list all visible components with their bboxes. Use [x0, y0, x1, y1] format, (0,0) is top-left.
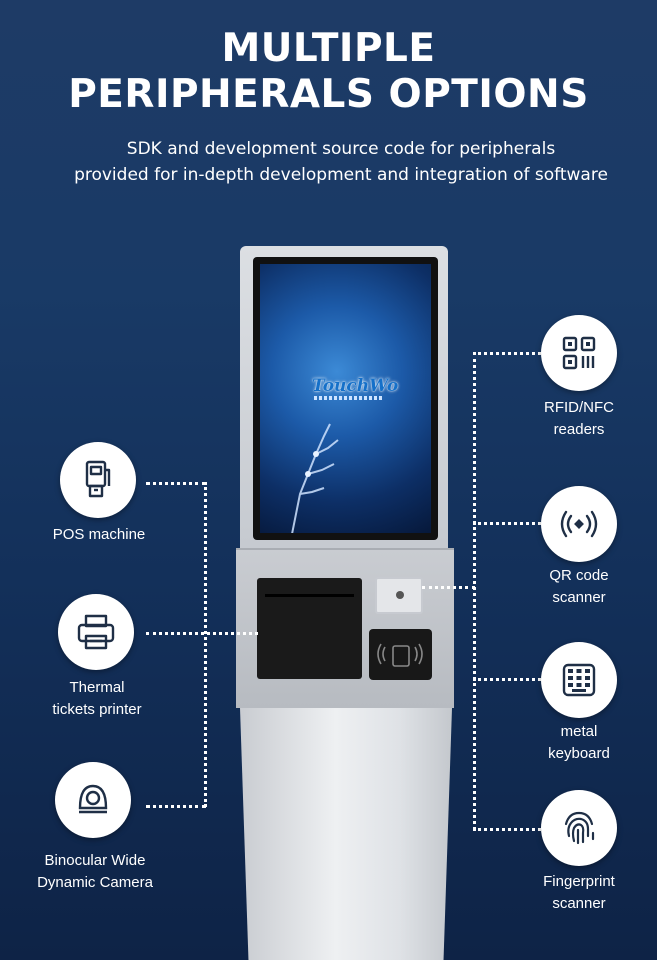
keyboard-label-line1: metal	[560, 723, 598, 740]
qr-code-icon	[562, 336, 596, 370]
connector-keyboard-h	[473, 678, 541, 681]
kiosk-printer	[257, 578, 362, 679]
pos-machine-label-line1: POS machine	[52, 526, 146, 543]
signal-icon	[560, 510, 598, 538]
fingerprint-icon	[564, 811, 595, 845]
connector-left-v	[204, 482, 207, 807]
fingerprint-badge	[541, 790, 617, 866]
keyboard-label: metal keyboard	[512, 721, 646, 765]
kiosk-stand	[240, 708, 452, 960]
qr-scanner-badge	[541, 486, 617, 562]
printer-label-line2: tickets printer	[52, 701, 142, 718]
robot-hand-graphic	[291, 423, 339, 533]
printer-label: Thermal tickets printer	[28, 677, 166, 721]
pos-machine-badge	[60, 442, 136, 518]
kiosk-screen-display: TouchWo	[260, 264, 431, 533]
qr-scanner-label-line1: QR code	[549, 567, 609, 584]
page-title: MULTIPLE PERIPHERALS OPTIONS	[0, 26, 657, 118]
rfid-label-line2: readers	[553, 421, 605, 438]
connector-printer-h	[146, 632, 258, 635]
kiosk-nfc-reader	[369, 629, 432, 680]
brand-logo: TouchWo	[312, 376, 399, 396]
connector-right-v	[473, 352, 476, 830]
keyboard-label-line2: keyboard	[548, 745, 610, 762]
connector-pos-h	[146, 482, 206, 485]
keyboard-icon	[562, 663, 596, 697]
subtitle-line-2: provided for in-depth development and in…	[74, 165, 608, 185]
camera-icon	[78, 784, 108, 814]
kiosk-screen: TouchWo	[253, 257, 438, 540]
qr-scanner-label: QR code scanner	[512, 565, 646, 609]
connector-fingerprint-h	[473, 828, 541, 831]
pos-machine-label: POS machine	[30, 524, 168, 546]
connector-qr-h	[473, 522, 541, 525]
subtitle-line-1: SDK and development source code for peri…	[126, 139, 556, 159]
printer-slot	[265, 594, 354, 597]
rfid-label: RFID/NFC readers	[512, 397, 646, 441]
camera-label-line1: Binocular Wide	[44, 852, 146, 869]
printer-label-line1: Thermal	[69, 679, 125, 696]
connector-camera-h	[146, 805, 206, 808]
brand-tagline	[314, 396, 384, 400]
fingerprint-label: Fingerprint scanner	[510, 871, 648, 915]
connector-scanner-h	[422, 586, 475, 589]
camera-badge	[55, 762, 131, 838]
camera-label: Binocular Wide Dynamic Camera	[18, 850, 172, 894]
camera-label-line2: Dynamic Camera	[37, 874, 153, 891]
page-subtitle: SDK and development source code for peri…	[0, 136, 657, 188]
title-line-2: PERIPHERALS OPTIONS	[68, 72, 589, 117]
nfc-icon	[377, 643, 423, 667]
rfid-label-line1: RFID/NFC	[544, 399, 614, 416]
connector-rfid-h	[473, 352, 541, 355]
qr-scanner-label-line2: scanner	[552, 589, 606, 606]
rfid-badge	[541, 315, 617, 391]
kiosk-qr-scanner	[375, 577, 423, 614]
fingerprint-label-line2: scanner	[552, 895, 606, 912]
fingerprint-label-line1: Fingerprint	[543, 873, 615, 890]
title-line-1: MULTIPLE	[221, 26, 436, 71]
pos-machine-icon	[85, 460, 111, 498]
printer-badge	[58, 594, 134, 670]
printer-icon	[77, 614, 115, 650]
keyboard-badge	[541, 642, 617, 718]
